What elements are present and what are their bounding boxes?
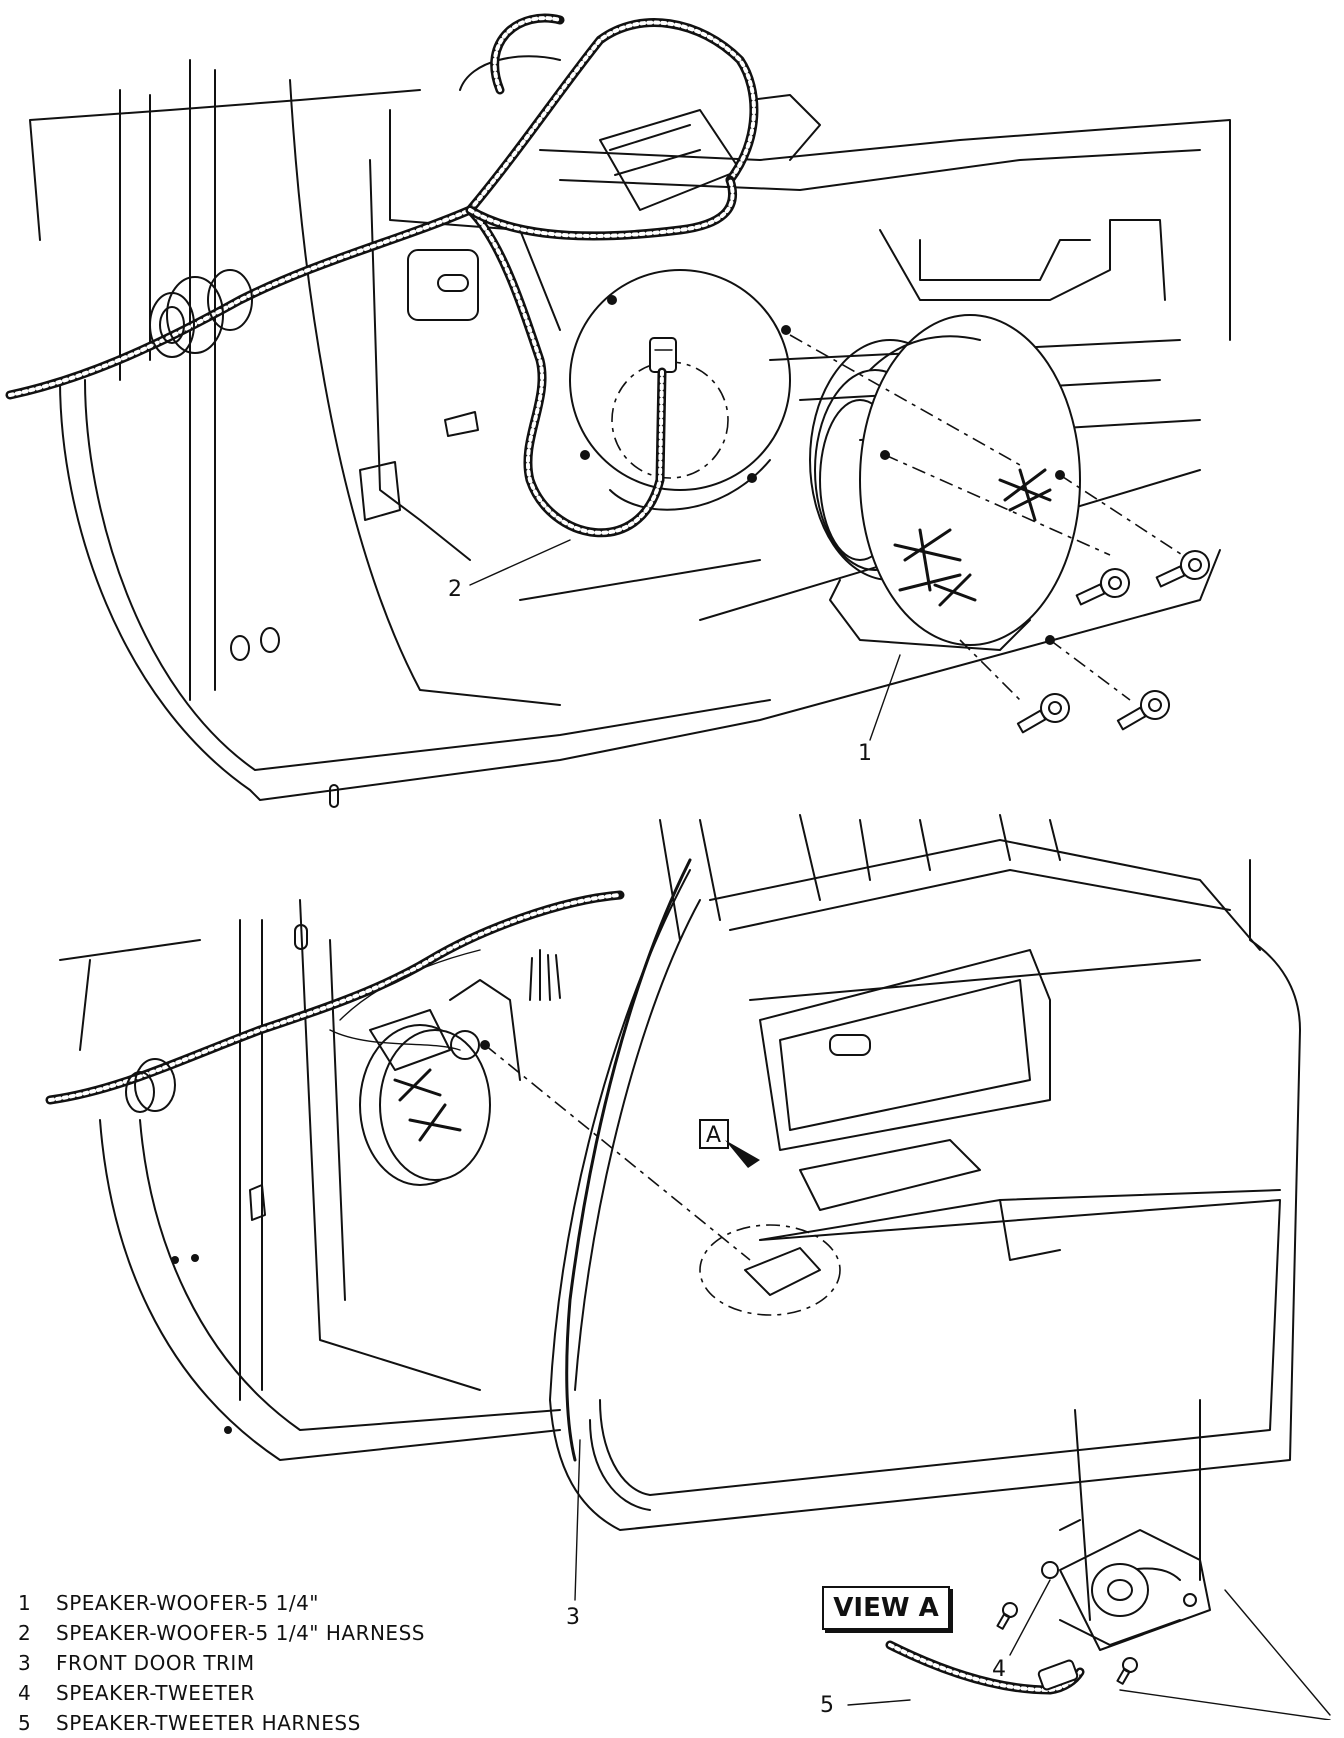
woofer-screws — [1016, 550, 1210, 734]
callout-2: 2 — [448, 577, 462, 602]
legend-text: SPEAKER-TWEETER — [56, 1681, 255, 1705]
legend-number: 4 — [18, 1681, 32, 1705]
callout-5: 5 — [820, 1693, 834, 1718]
view-a-label: VIEW A — [822, 1586, 950, 1630]
upper-door-view: 2 1 — [5, 13, 1231, 808]
view-a-detail: 4 5 — [820, 1399, 1331, 1720]
woofer-speaker — [809, 314, 1081, 651]
legend-item: 2 SPEAKER-WOOFER-5 1/4" HARNESS — [18, 1618, 425, 1648]
lower-door-view: A 3 — [45, 814, 1301, 1630]
legend-number: 5 — [18, 1711, 32, 1735]
legend-number: 2 — [18, 1621, 32, 1645]
legend-number: 1 — [18, 1591, 32, 1615]
tweeter-speaker — [1041, 1529, 1211, 1651]
legend-text: SPEAKER-WOOFER-5 1/4" — [56, 1591, 319, 1615]
legend-text: FRONT DOOR TRIM — [56, 1651, 255, 1675]
legend-number: 3 — [18, 1651, 32, 1675]
legend-item: 4 SPEAKER-TWEETER — [18, 1678, 425, 1708]
callout-1: 1 — [858, 741, 872, 766]
legend-item: 1 SPEAKER-WOOFER-5 1/4" — [18, 1588, 425, 1618]
legend-text: SPEAKER-WOOFER-5 1/4" HARNESS — [56, 1621, 425, 1645]
legend-item: 3 FRONT DOOR TRIM — [18, 1648, 425, 1678]
legend-text: SPEAKER-TWEETER HARNESS — [56, 1711, 361, 1735]
front-door-trim — [549, 839, 1301, 1531]
legend-item: 5 SPEAKER-TWEETER HARNESS — [18, 1708, 425, 1738]
view-a-tag: A — [699, 1119, 760, 1168]
callout-3: 3 — [566, 1605, 580, 1630]
callout-4: 4 — [992, 1657, 1006, 1682]
parts-legend: 1 SPEAKER-WOOFER-5 1/4" 2 SPEAKER-WOOFER… — [18, 1588, 425, 1738]
view-a-tag-letter: A — [706, 1123, 721, 1148]
